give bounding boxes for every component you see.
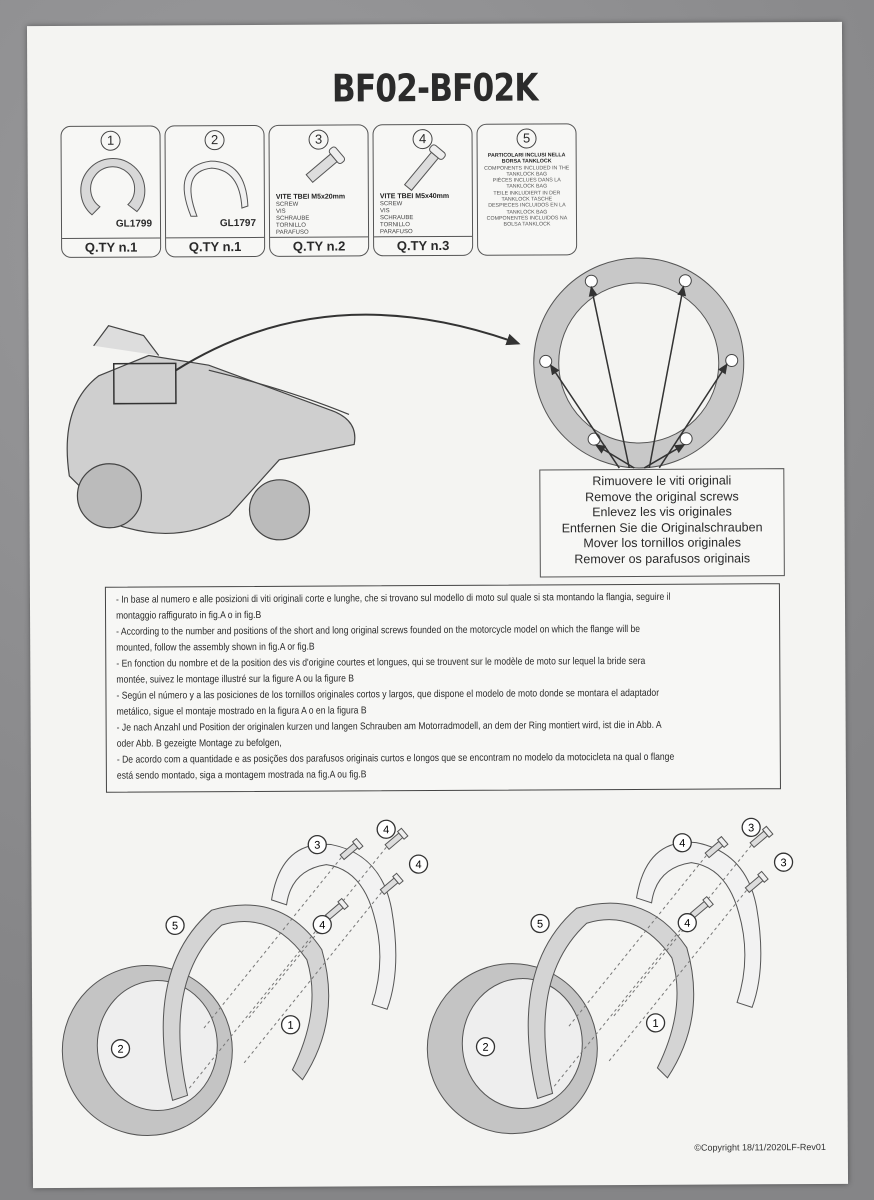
assembly-figure-a: 3 4 4 4 5 1 2	[61, 819, 429, 1137]
part-2-box: 2 GL1797 Q.TY n.1	[164, 124, 266, 258]
callout-circle	[530, 913, 550, 934]
screw-icon	[324, 897, 349, 921]
callout-number: 4	[319, 920, 325, 932]
callout-circle	[677, 913, 697, 933]
screw-icon	[744, 870, 769, 894]
tank-cap-highlight	[112, 362, 177, 405]
screw-icon	[384, 827, 409, 850]
flange-part-1	[270, 843, 397, 1010]
screw-head	[392, 872, 404, 885]
part-1-box: 1 GL1799 Q.TY n.1	[60, 125, 162, 258]
callout-number: 4	[383, 824, 389, 836]
callout-circle	[475, 1037, 496, 1057]
remove-screws-instruction: Rimuovere le viti originali Remove the o…	[539, 468, 785, 578]
screw-head	[702, 895, 714, 909]
alignment-line	[187, 917, 328, 1091]
callout-number: 4	[415, 859, 421, 871]
tank-opening	[461, 978, 583, 1110]
screw-icon	[749, 825, 774, 849]
ring-part-5	[527, 902, 695, 1100]
callout-circle	[672, 833, 692, 853]
screw-icon	[379, 872, 404, 895]
callout-number: 2	[482, 1042, 488, 1054]
flange-ring-icon	[80, 158, 146, 216]
callout-number: 1	[653, 1018, 659, 1030]
screw-head	[351, 837, 364, 851]
flange-part-1	[635, 841, 762, 1008]
instruction-pt: Remover os parafusos originais	[574, 550, 751, 566]
callout-number: 5	[537, 918, 543, 930]
callout-number: 2	[117, 1044, 123, 1056]
alignment-line	[552, 915, 693, 1089]
screw-icon	[704, 835, 729, 859]
alignment-line	[201, 857, 342, 1031]
screw-icon	[305, 146, 346, 184]
callout-circle	[165, 915, 185, 936]
assembly-notes: - In base al numero e alle posizioni di …	[104, 583, 781, 793]
part-5-box: 5 PARTICOLARI INCLUSI NELLA BORSA TANKLO…	[476, 123, 578, 256]
instruction-es: Mover los tornillos originales	[583, 535, 742, 551]
callout-number: 3	[748, 822, 754, 834]
callout-circle	[307, 834, 327, 855]
copyright: ©Copyright 18/11/2020LF-Rev01	[694, 1141, 826, 1153]
included-components: PARTICOLARI INCLUSI NELLA BORSA TANKLOCK…	[484, 152, 570, 228]
tank-opening	[96, 979, 218, 1111]
ring-adapter-icon	[183, 160, 249, 217]
long-screw-icon	[403, 144, 446, 192]
tank-flange-ring	[533, 257, 745, 469]
alignment-line	[607, 890, 747, 1064]
page-title: BF02-BF02K	[331, 65, 538, 111]
part-code: GL1797	[219, 217, 257, 230]
removal-diagram	[66, 257, 745, 541]
instruction-de: Entfernen Sie die Originalschrauben	[561, 519, 763, 535]
note-line: está sendo montado, siga a montagem most…	[116, 769, 367, 782]
alignment-line	[246, 846, 387, 1021]
callout-number: 4	[679, 838, 685, 850]
part-number: 5	[516, 128, 537, 149]
alignment-line	[611, 845, 752, 1019]
instruction-fr: Enlevez les vis originales	[592, 504, 732, 520]
alignment-line	[242, 891, 382, 1066]
assembly-figure-b: 4 3 3 4 5 1 2	[426, 817, 794, 1135]
callout-circle	[110, 1039, 131, 1059]
callout-number: 4	[684, 918, 690, 930]
callout-circle	[408, 854, 429, 874]
pointer-arrow	[175, 313, 521, 372]
instruction-en: Remove the original screws	[585, 488, 739, 504]
alignment-line	[566, 855, 707, 1029]
callout-circle	[741, 817, 761, 838]
callout-circle	[645, 1013, 666, 1033]
callout-circle	[280, 1015, 301, 1035]
callout-circle	[376, 819, 396, 839]
callout-number: 1	[288, 1020, 294, 1032]
screw-icon	[339, 837, 364, 861]
callout-circle	[312, 914, 332, 935]
motorcycle-illustration	[66, 325, 356, 541]
callout-number: 3	[314, 840, 320, 852]
screw-head	[716, 835, 729, 849]
screw-head	[757, 870, 769, 883]
callout-circle	[773, 852, 794, 872]
part-code: GL1799	[115, 218, 153, 230]
callout-number: 3	[780, 857, 786, 869]
instruction-sheet: BF02-BF02K 1 GL1799 Q.TY n.1 2 GL1797 Q.…	[26, 21, 849, 1189]
screw-head	[337, 897, 349, 911]
callout-number: 5	[172, 920, 178, 932]
instruction-it: Rimuovere le viti originali	[592, 473, 732, 489]
ring-part-5	[162, 904, 330, 1102]
screw-head	[396, 827, 409, 840]
screw-head	[761, 825, 774, 838]
